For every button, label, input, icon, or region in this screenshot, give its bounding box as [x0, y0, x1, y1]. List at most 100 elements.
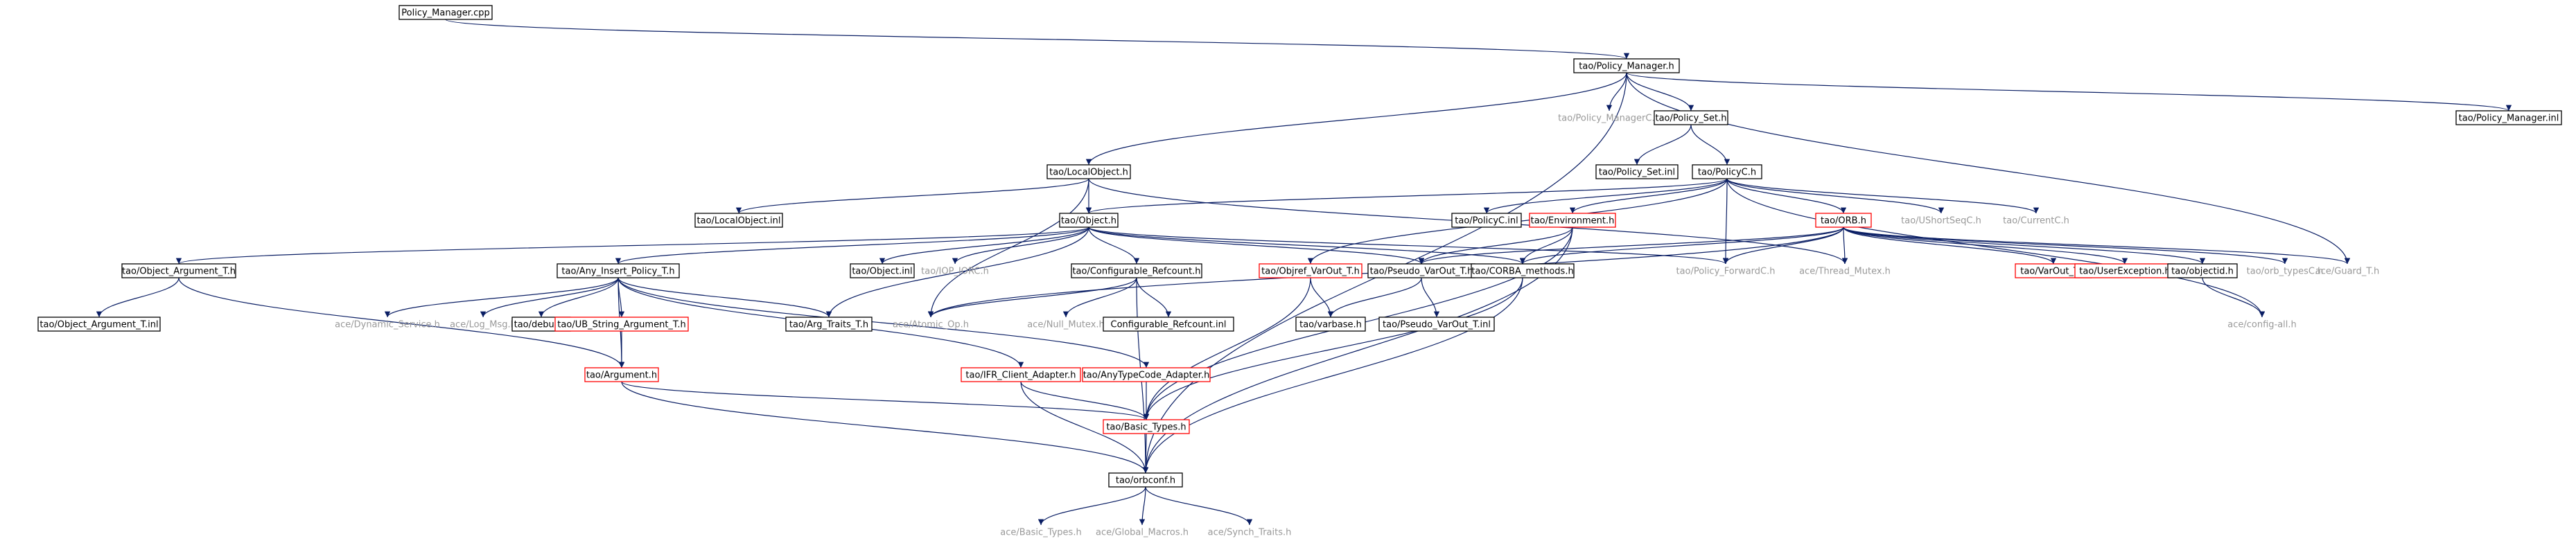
- edge-object-h-to-object-inl: [879, 226, 1089, 265]
- node-box: [1654, 110, 1728, 125]
- node-label: ace/Guard_T.h: [2315, 267, 2379, 277]
- edge-orb-h-to-userexception-h: [1843, 226, 2128, 265]
- node-configurable-refcount-inl[interactable]: Configurable_Refcount.inl: [1103, 317, 1234, 332]
- node-label: tao/Object_Argument_T.inl: [40, 320, 158, 330]
- node-object-argument-t-h[interactable]: tao/Object_Argument_T.h: [121, 263, 236, 278]
- dependency-nodes: Policy_Manager.cpp tao/Policy_Manager.hta…: [37, 5, 2562, 538]
- node-ifr-client-adapter-h[interactable]: tao/IFR_Client_Adapter.h: [961, 367, 1081, 382]
- node-currentc-h[interactable]: tao/CurrentC.h: [2003, 216, 2069, 226]
- edge-objref-varout-t-h-to-basic-types-h-tao: [1143, 277, 1311, 420]
- node-any-insert-policy-t-h[interactable]: tao/Any_Insert_Policy_T.h: [557, 263, 680, 278]
- node-guard-t-h[interactable]: ace/Guard_T.h: [2315, 267, 2379, 277]
- node-basic-types-h-ace[interactable]: ace/Basic_Types.h: [1000, 528, 1081, 538]
- edge-object-argument-t-h-to-object-argument-t-inl: [96, 277, 179, 318]
- node-label: tao/LocalObject.inl: [696, 216, 780, 226]
- node-orb-typesc-h[interactable]: tao/orb_typesC.h: [2247, 267, 2324, 277]
- edge-policyc-h-to-object-h: [1086, 178, 1728, 214]
- node-policy-manager-inl[interactable]: tao/Policy_Manager.inl: [2455, 110, 2562, 125]
- node-anytypecode-adapter-h[interactable]: tao/AnyTypeCode_Adapter.h: [1082, 367, 1211, 382]
- node-localobject-inl[interactable]: tao/LocalObject.inl: [694, 213, 783, 228]
- edge-policyc-h-to-currentc-h: [1726, 178, 2040, 214]
- node-box: [2167, 263, 2238, 278]
- edge-object-h-to-pseudo-varout-t-h: [1088, 226, 1425, 265]
- node-null-mutex-h[interactable]: ace/Null_Mutex.h: [1027, 320, 1105, 330]
- node-box: [1692, 164, 1762, 179]
- node-varout-t-h[interactable]: tao/VarOut_T.h: [2015, 263, 2092, 278]
- node-label: tao/Object.inl: [852, 267, 912, 277]
- node-argument-h[interactable]: tao/Argument.h: [584, 367, 659, 382]
- node-userexception-h[interactable]: tao/UserException.h: [2074, 263, 2175, 278]
- node-configurable-refcount-h[interactable]: tao/Configurable_Refcount.h: [1071, 263, 1202, 278]
- node-policy-manager-cpp[interactable]: Policy_Manager.cpp: [398, 5, 493, 20]
- node-environment-h[interactable]: tao/Environment.h: [1529, 213, 1616, 228]
- node-objref-varout-t-h[interactable]: tao/Objref_VarOut_T.h: [1259, 263, 1363, 278]
- node-iop-iorc-h[interactable]: tao/IOP_IORC.h: [921, 267, 989, 277]
- node-arg-traits-t-h[interactable]: tao/Arg_Traits_T.h: [785, 317, 873, 332]
- node-pseudo-varout-t-h[interactable]: tao/Pseudo_VarOut_T.h: [1367, 263, 1475, 278]
- node-object-h[interactable]: tao/Object.h: [1059, 213, 1119, 228]
- node-box: [1103, 317, 1234, 332]
- node-localobject-h[interactable]: tao/LocalObject.h: [1046, 164, 1131, 179]
- node-thread-mutex-h[interactable]: ace/Thread_Mutex.h: [1799, 267, 1891, 277]
- edge-any-insert-policy-t-h-to-dynamic-service-h: [384, 277, 619, 318]
- node-basic-types-h-tao[interactable]: tao/Basic_Types.h: [1103, 419, 1190, 434]
- node-box: [1815, 213, 1872, 228]
- node-global-macros-h[interactable]: ace/Global_Macros.h: [1096, 528, 1189, 538]
- node-label: Policy_Manager.cpp: [401, 8, 489, 19]
- node-label: tao/Policy_Set.inl: [1599, 168, 1675, 178]
- node-policy-forwardc-h[interactable]: tao/Policy_ForwardC.h: [1676, 267, 1775, 277]
- node-label: tao/Any_Insert_Policy_T.h: [561, 267, 674, 277]
- node-box: [557, 263, 680, 278]
- node-dynamic-service-h[interactable]: ace/Dynamic_Service.h: [335, 320, 440, 330]
- node-varbase-h[interactable]: tao/varbase.h: [1295, 317, 1366, 332]
- edge-policy-manager-h-to-policy-manager-inl: [1626, 72, 2512, 112]
- edge-orbconf-h-to-basic-types-h-ace: [1037, 486, 1146, 526]
- node-label: tao/Policy_Manager.h: [1579, 62, 1674, 72]
- node-label: tao/IFR_Client_Adapter.h: [965, 371, 1076, 381]
- edge-policy-manager-h-to-policy-set-h: [1626, 72, 1694, 112]
- node-pseudo-varout-t-inl[interactable]: tao/Pseudo_VarOut_T.inl: [1378, 317, 1495, 332]
- node-orb-h[interactable]: tao/ORB.h: [1815, 213, 1872, 228]
- node-orbconf-h[interactable]: tao/orbconf.h: [1108, 472, 1183, 488]
- node-policyc-h[interactable]: tao/PolicyC.h: [1692, 164, 1762, 179]
- node-atomic-op-h[interactable]: ace/Atomic_Op.h: [893, 320, 969, 330]
- edge-corba-methods-h-to-basic-types-h-tao: [1143, 277, 1523, 420]
- node-policy-manager-h[interactable]: tao/Policy_Manager.h: [1573, 58, 1680, 73]
- node-policy-set-h[interactable]: tao/Policy_Set.h: [1654, 110, 1728, 125]
- edge-object-h-to-configurable-refcount-h: [1088, 226, 1140, 265]
- node-box: [850, 263, 915, 278]
- edge-ifr-client-adapter-h-to-orbconf-h: [1020, 381, 1149, 474]
- node-config-all-h[interactable]: ace/config-all.h: [2227, 320, 2297, 330]
- node-object-argument-t-inl[interactable]: tao/Object_Argument_T.inl: [37, 317, 161, 332]
- node-policyc-inl[interactable]: tao/PolicyC.inl: [1451, 213, 1522, 228]
- node-label: Configurable_Refcount.inl: [1111, 320, 1227, 330]
- edge-objref-varout-t-h-to-varbase-h: [1310, 277, 1334, 318]
- node-box: [1529, 213, 1616, 228]
- node-objectid-h[interactable]: tao/objectid.h: [2167, 263, 2238, 278]
- node-synch-traits-h[interactable]: ace/Synch_Traits.h: [1208, 528, 1292, 538]
- node-box: [1082, 367, 1211, 382]
- node-corba-methods-h[interactable]: tao/CORBA_methods.h: [1471, 263, 1575, 278]
- node-label: tao/CORBA_methods.h: [1471, 267, 1573, 277]
- edge-orb-h-to-pseudo-varout-t-h: [1419, 226, 1844, 265]
- node-label: tao/Basic_Types.h: [1106, 422, 1186, 433]
- node-ub-string-argument-t-h[interactable]: tao/UB_String_Argument_T.h: [554, 317, 689, 332]
- node-box: [1071, 263, 1202, 278]
- node-label: tao/Configurable_Refcount.h: [1072, 267, 1200, 277]
- edge-localobject-h-to-atomic-op-h: [927, 178, 1089, 318]
- node-policy-set-inl[interactable]: tao/Policy_Set.inl: [1595, 164, 1679, 179]
- node-log-msg-h[interactable]: ace/Log_Msg.h: [450, 320, 516, 330]
- node-box: [2455, 110, 2562, 125]
- node-box: [1103, 419, 1190, 434]
- node-box: [554, 317, 689, 332]
- edge-policyc-h-to-environment-h: [1569, 178, 1728, 214]
- node-label: ace/config-all.h: [2227, 320, 2297, 330]
- node-object-inl[interactable]: tao/Object.inl: [850, 263, 915, 278]
- node-label: tao/UB_String_Argument_T.h: [557, 320, 685, 330]
- edge-orb-h-to-thread-mutex-h: [1841, 226, 1848, 265]
- node-box: [785, 317, 873, 332]
- node-policy-managerc-h[interactable]: tao/Policy_ManagerC.h: [1558, 114, 1661, 124]
- node-ushortseqc-h[interactable]: tao/UShortSeqC.h: [1901, 216, 1981, 226]
- node-label: tao/varbase.h: [1299, 320, 1362, 330]
